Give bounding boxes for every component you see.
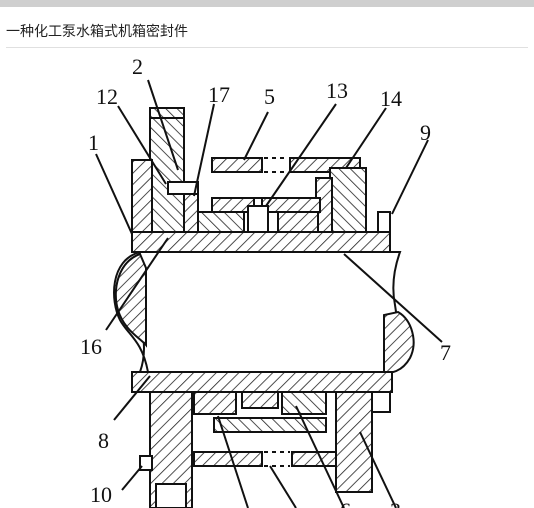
title-divider <box>6 47 528 48</box>
lower-right-housing <box>335 391 373 493</box>
label-7: 7 <box>440 340 451 365</box>
label-3: 3 <box>390 498 401 508</box>
label-14: 14 <box>380 86 402 111</box>
seal-drawing: 2 12 17 5 13 14 1 9 16 7 8 10 6 3 <box>80 54 451 508</box>
label-17: 17 <box>208 82 230 107</box>
lower-seal-ring <box>213 417 327 433</box>
upper-right-housing <box>329 167 367 233</box>
label-9: 9 <box>420 120 431 145</box>
lower-sleeve <box>131 371 393 393</box>
upper-cover <box>211 157 263 173</box>
label-13: 13 <box>326 78 348 103</box>
upper-sleeve <box>131 231 391 253</box>
label-12: 12 <box>96 84 118 109</box>
label-2: 2 <box>132 54 143 79</box>
lower-cover <box>193 451 263 467</box>
shaft-break-left <box>114 252 147 348</box>
label-5: 5 <box>264 84 275 109</box>
shaft-break-right <box>383 310 415 374</box>
top-bar <box>0 0 534 7</box>
label-8: 8 <box>98 428 109 453</box>
label-10: 10 <box>90 482 112 507</box>
label-1: 1 <box>88 130 99 155</box>
page-title: 一种化工泵水箱式机箱密封件 <box>6 24 188 40</box>
label-16: 16 <box>80 334 102 359</box>
label-6: 6 <box>340 498 351 508</box>
upper-left-housing <box>149 107 185 233</box>
